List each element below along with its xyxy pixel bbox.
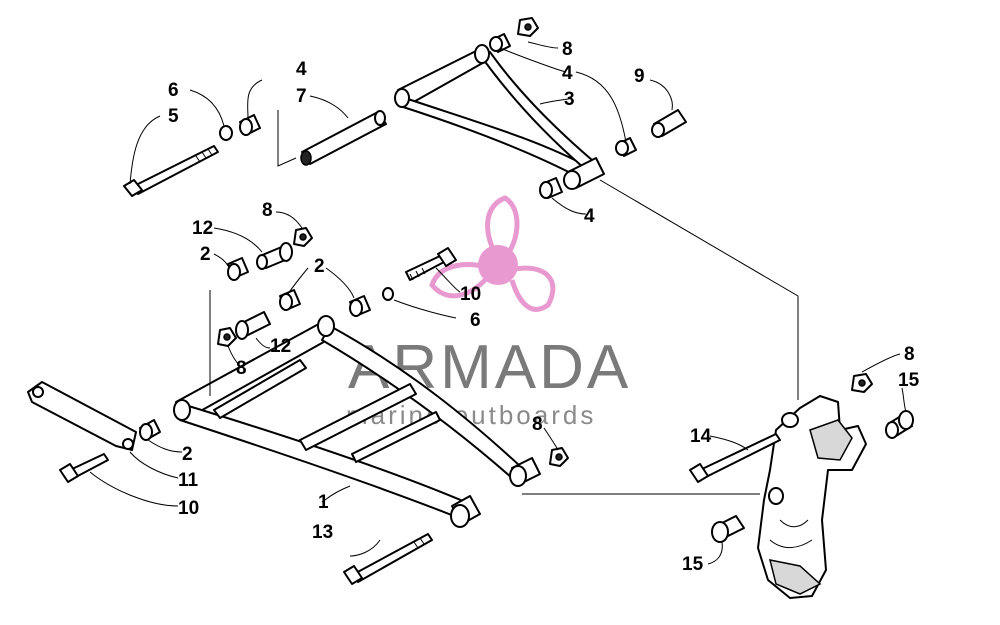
callout-11: 11 bbox=[178, 470, 199, 491]
spindle-spacer-upper bbox=[885, 410, 914, 439]
callout-4-mid: 4 bbox=[584, 206, 595, 227]
spacer-upper bbox=[256, 242, 293, 270]
bolt-link bbox=[59, 453, 109, 483]
callout-10-mid: 10 bbox=[460, 284, 481, 305]
callout-9: 9 bbox=[634, 66, 645, 87]
callout-8-lower-a: 8 bbox=[262, 200, 273, 221]
callout-2-lower: 2 bbox=[182, 444, 193, 465]
callout-3: 3 bbox=[564, 89, 575, 110]
callout-5: 5 bbox=[168, 106, 179, 127]
steering-spindle bbox=[757, 395, 867, 599]
callout-6-lower: 6 bbox=[470, 310, 481, 331]
callout-14: 14 bbox=[690, 426, 712, 447]
assembly-lines bbox=[209, 110, 799, 495]
callout-15-lower: 15 bbox=[682, 554, 704, 575]
bushing-upper-left bbox=[239, 114, 261, 136]
upper-a-arm bbox=[394, 44, 605, 190]
bolt-lower-pivot bbox=[405, 247, 457, 281]
callout-8-lower-b: 8 bbox=[236, 358, 247, 379]
sleeve bbox=[651, 109, 687, 138]
long-bolt-lower bbox=[343, 533, 433, 585]
washer-upper bbox=[219, 125, 233, 141]
bushing-upper-lower bbox=[539, 177, 563, 199]
callout-6-upper: 6 bbox=[168, 80, 179, 101]
callout-12-lower: 12 bbox=[270, 336, 291, 357]
callout-10-lower: 10 bbox=[178, 498, 199, 519]
callout-8-spindle: 8 bbox=[904, 344, 915, 365]
bushing-lower-top-a bbox=[227, 257, 249, 281]
spacer-lower bbox=[235, 311, 271, 340]
bushing-lower-top-b bbox=[279, 289, 301, 311]
callout-4-top: 4 bbox=[562, 63, 573, 84]
bushing-lower-left bbox=[139, 419, 161, 441]
callout-8-top: 8 bbox=[562, 39, 573, 60]
callout-4-left: 4 bbox=[296, 59, 307, 80]
washer-lower bbox=[382, 287, 394, 301]
bolt-spindle bbox=[689, 433, 781, 483]
callout-8-lower-c: 8 bbox=[532, 414, 543, 435]
callout-7: 7 bbox=[296, 86, 307, 107]
callout-12-upper: 12 bbox=[192, 218, 213, 239]
propeller-icon bbox=[429, 195, 556, 312]
nut-lower-a bbox=[293, 227, 313, 247]
spindle-spacer-lower bbox=[711, 515, 745, 543]
nut-lower-c bbox=[549, 447, 569, 467]
bushing-upper-top bbox=[489, 33, 511, 53]
leader-lines bbox=[89, 41, 907, 565]
nut-spindle bbox=[851, 373, 873, 393]
stabilizer-link bbox=[27, 381, 137, 451]
callout-2-mid: 2 bbox=[314, 256, 325, 277]
callout-15-upper: 15 bbox=[898, 370, 920, 391]
callout-13: 13 bbox=[312, 522, 333, 543]
nut-lower-b bbox=[217, 327, 237, 347]
callout-1: 1 bbox=[318, 492, 329, 513]
lower-a-arm bbox=[173, 315, 541, 528]
pivot-shaft bbox=[300, 110, 387, 166]
callout-labels: 8 4 3 9 4 4 7 6 5 8 12 2 2 10 6 12 8 2 1… bbox=[168, 39, 920, 575]
callout-2-upper: 2 bbox=[200, 244, 211, 265]
nut-top bbox=[517, 17, 539, 37]
bushing-lower-mid bbox=[349, 295, 371, 317]
long-bolt-upper bbox=[123, 145, 219, 197]
